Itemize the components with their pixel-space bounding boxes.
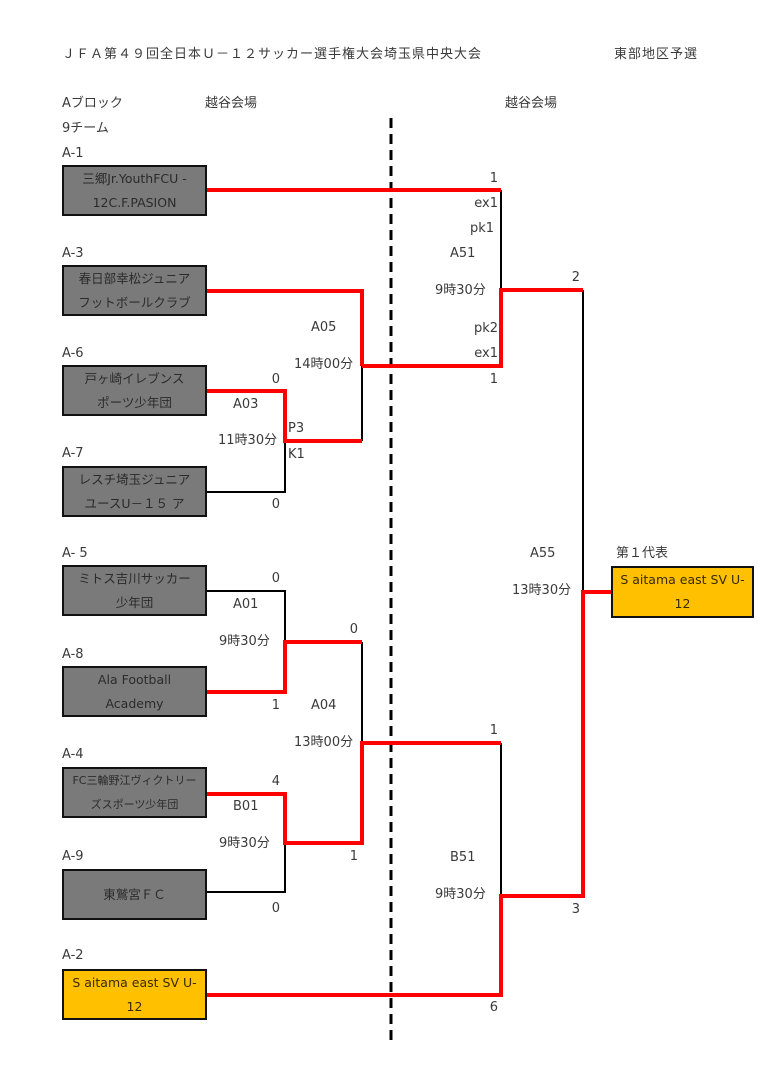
match-time-b51: 9時30分 [435,887,486,902]
team-name-line1: 東鷲宮ＦＣ [103,886,166,902]
team-name-line1: 戸ヶ崎イレブンス [84,370,185,386]
match-id-a05: A05 [311,320,337,335]
team-name-line2: ポーツ少年団 [97,394,172,410]
pk-a03-top: P3 [288,421,305,436]
path-a2 [206,590,611,997]
seed-label: A-6 [62,346,84,361]
venue-right: 越谷会場 [505,96,558,111]
team-box-a5[interactable]: ミトス吉川サッカー 少年団 [62,565,207,616]
line-a9 [206,843,286,893]
team-name-line1: FC三輪野江ヴィクトリー [72,773,197,787]
pk-a51-top: pk1 [469,221,494,236]
team-box-a6[interactable]: 戸ヶ崎イレブンス ポーツ少年団 [62,365,207,416]
score-a04-top: 0 [349,622,358,637]
path-a6 [206,389,362,443]
score-a51-bottom: 1 [489,372,498,387]
score-a04-bottom: 1 [349,849,358,864]
score-b01-bottom: 0 [271,901,280,916]
winner-name-line1: S aitama east SV U- [620,572,745,587]
team-name-line1: S aitama east SV U- [72,974,197,990]
winner-box[interactable]: S aitama east SV U- 12 [611,566,754,618]
team-box-a9[interactable]: 東鷲宮ＦＣ [62,869,207,920]
pk-a51-bottom: pk2 [473,321,498,336]
match-id-a03: A03 [233,397,259,412]
path-a3 [206,289,364,366]
ex-a51-bottom: ex1 [474,346,498,361]
score-a01-top: 0 [271,571,280,586]
team-name-line1: ミトス吉川サッカー [78,570,191,586]
tournament-title: ＪＦＡ第４９回全日本Ｕ－１２サッカー選手権大会埼玉県中央大会 [62,47,483,62]
score-b01-top: 4 [271,774,280,789]
score-a55-bottom: 3 [571,902,580,917]
match-id-a55: A55 [530,546,556,561]
team-box-a4[interactable]: FC三輪野江ヴィクトリー ズスポーツ少年団 [62,767,207,818]
team-name-line1: Ala Football [97,671,172,687]
seed-label: A-9 [62,849,84,864]
score-a01-bottom: 1 [271,698,280,713]
team-box-a7[interactable]: レスチ埼玉ジュニア ユースU－１５ ア [62,466,207,517]
seed-label: A-4 [62,747,84,762]
match-time-a01: 9時30分 [219,634,270,649]
match-id-b01: B01 [233,799,259,814]
team-name-line1: 春日部幸松ジュニア [78,270,191,286]
team-name-line2: ズスポーツ少年団 [90,797,179,811]
team-count: 9チーム [62,121,109,136]
ex-a51-top: ex1 [474,196,498,211]
line-a5 [206,590,286,642]
path-a05-winner [362,288,583,368]
pk-a03-bottom: K1 [288,447,305,462]
seed-label: A-7 [62,446,84,461]
venue-left: 越谷会場 [205,96,258,111]
score-a03-top: 0 [271,372,280,387]
match-id-b51: B51 [450,850,476,865]
path-a4 [206,741,501,845]
team-box-a8[interactable]: Ala Football Academy [62,666,207,717]
match-id-a04: A04 [311,698,337,713]
team-name-line1: レスチ埼玉ジュニア [78,471,191,487]
match-id-a51: A51 [450,246,476,261]
match-time-a03: 11時30分 [218,433,278,448]
seed-label: A-1 [62,146,84,161]
team-name-line2: ユースU－１５ ア [84,495,185,511]
match-time-a05: 14時00分 [294,357,354,372]
match-time-a55: 13時30分 [512,583,572,598]
score-b51-top: 1 [489,723,498,738]
team-box-a3[interactable]: 春日部幸松ジュニア フットボールクラブ [62,265,207,316]
match-time-a04: 13時00分 [294,735,354,750]
team-name-line2: 12C.F.PASION [92,194,177,210]
team-name-line2: 12 [126,998,143,1014]
line-a7 [206,440,286,493]
team-name-line2: 少年団 [115,594,154,610]
score-a55-top: 2 [571,270,580,285]
block-name: Aブロック [62,96,123,111]
score-a03-bottom: 0 [271,497,280,512]
score-b51-bottom: 6 [489,1000,498,1015]
match-time-b01: 9時30分 [219,836,270,851]
region-label: 東部地区予選 [614,47,699,62]
winner-label: 第１代表 [616,546,669,561]
team-name-line2: Academy [105,695,164,711]
team-name-line1: 三郷Jr.YouthFCU - [82,170,187,186]
path-a8 [206,640,362,694]
winner-name-line2: 12 [674,596,691,611]
seed-label: A- 5 [62,546,88,561]
match-time-a51: 9時30分 [435,283,486,298]
team-box-a1[interactable]: 三郷Jr.YouthFCU - 12C.F.PASION [62,165,207,216]
score-a51-top: 1 [489,171,498,186]
team-name-line2: フットボールクラブ [78,294,191,310]
seed-label: A-8 [62,647,84,662]
team-box-a2[interactable]: S aitama east SV U- 12 [62,969,207,1020]
seed-label: A-2 [62,948,84,963]
seed-label: A-3 [62,246,84,261]
match-id-a01: A01 [233,597,259,612]
